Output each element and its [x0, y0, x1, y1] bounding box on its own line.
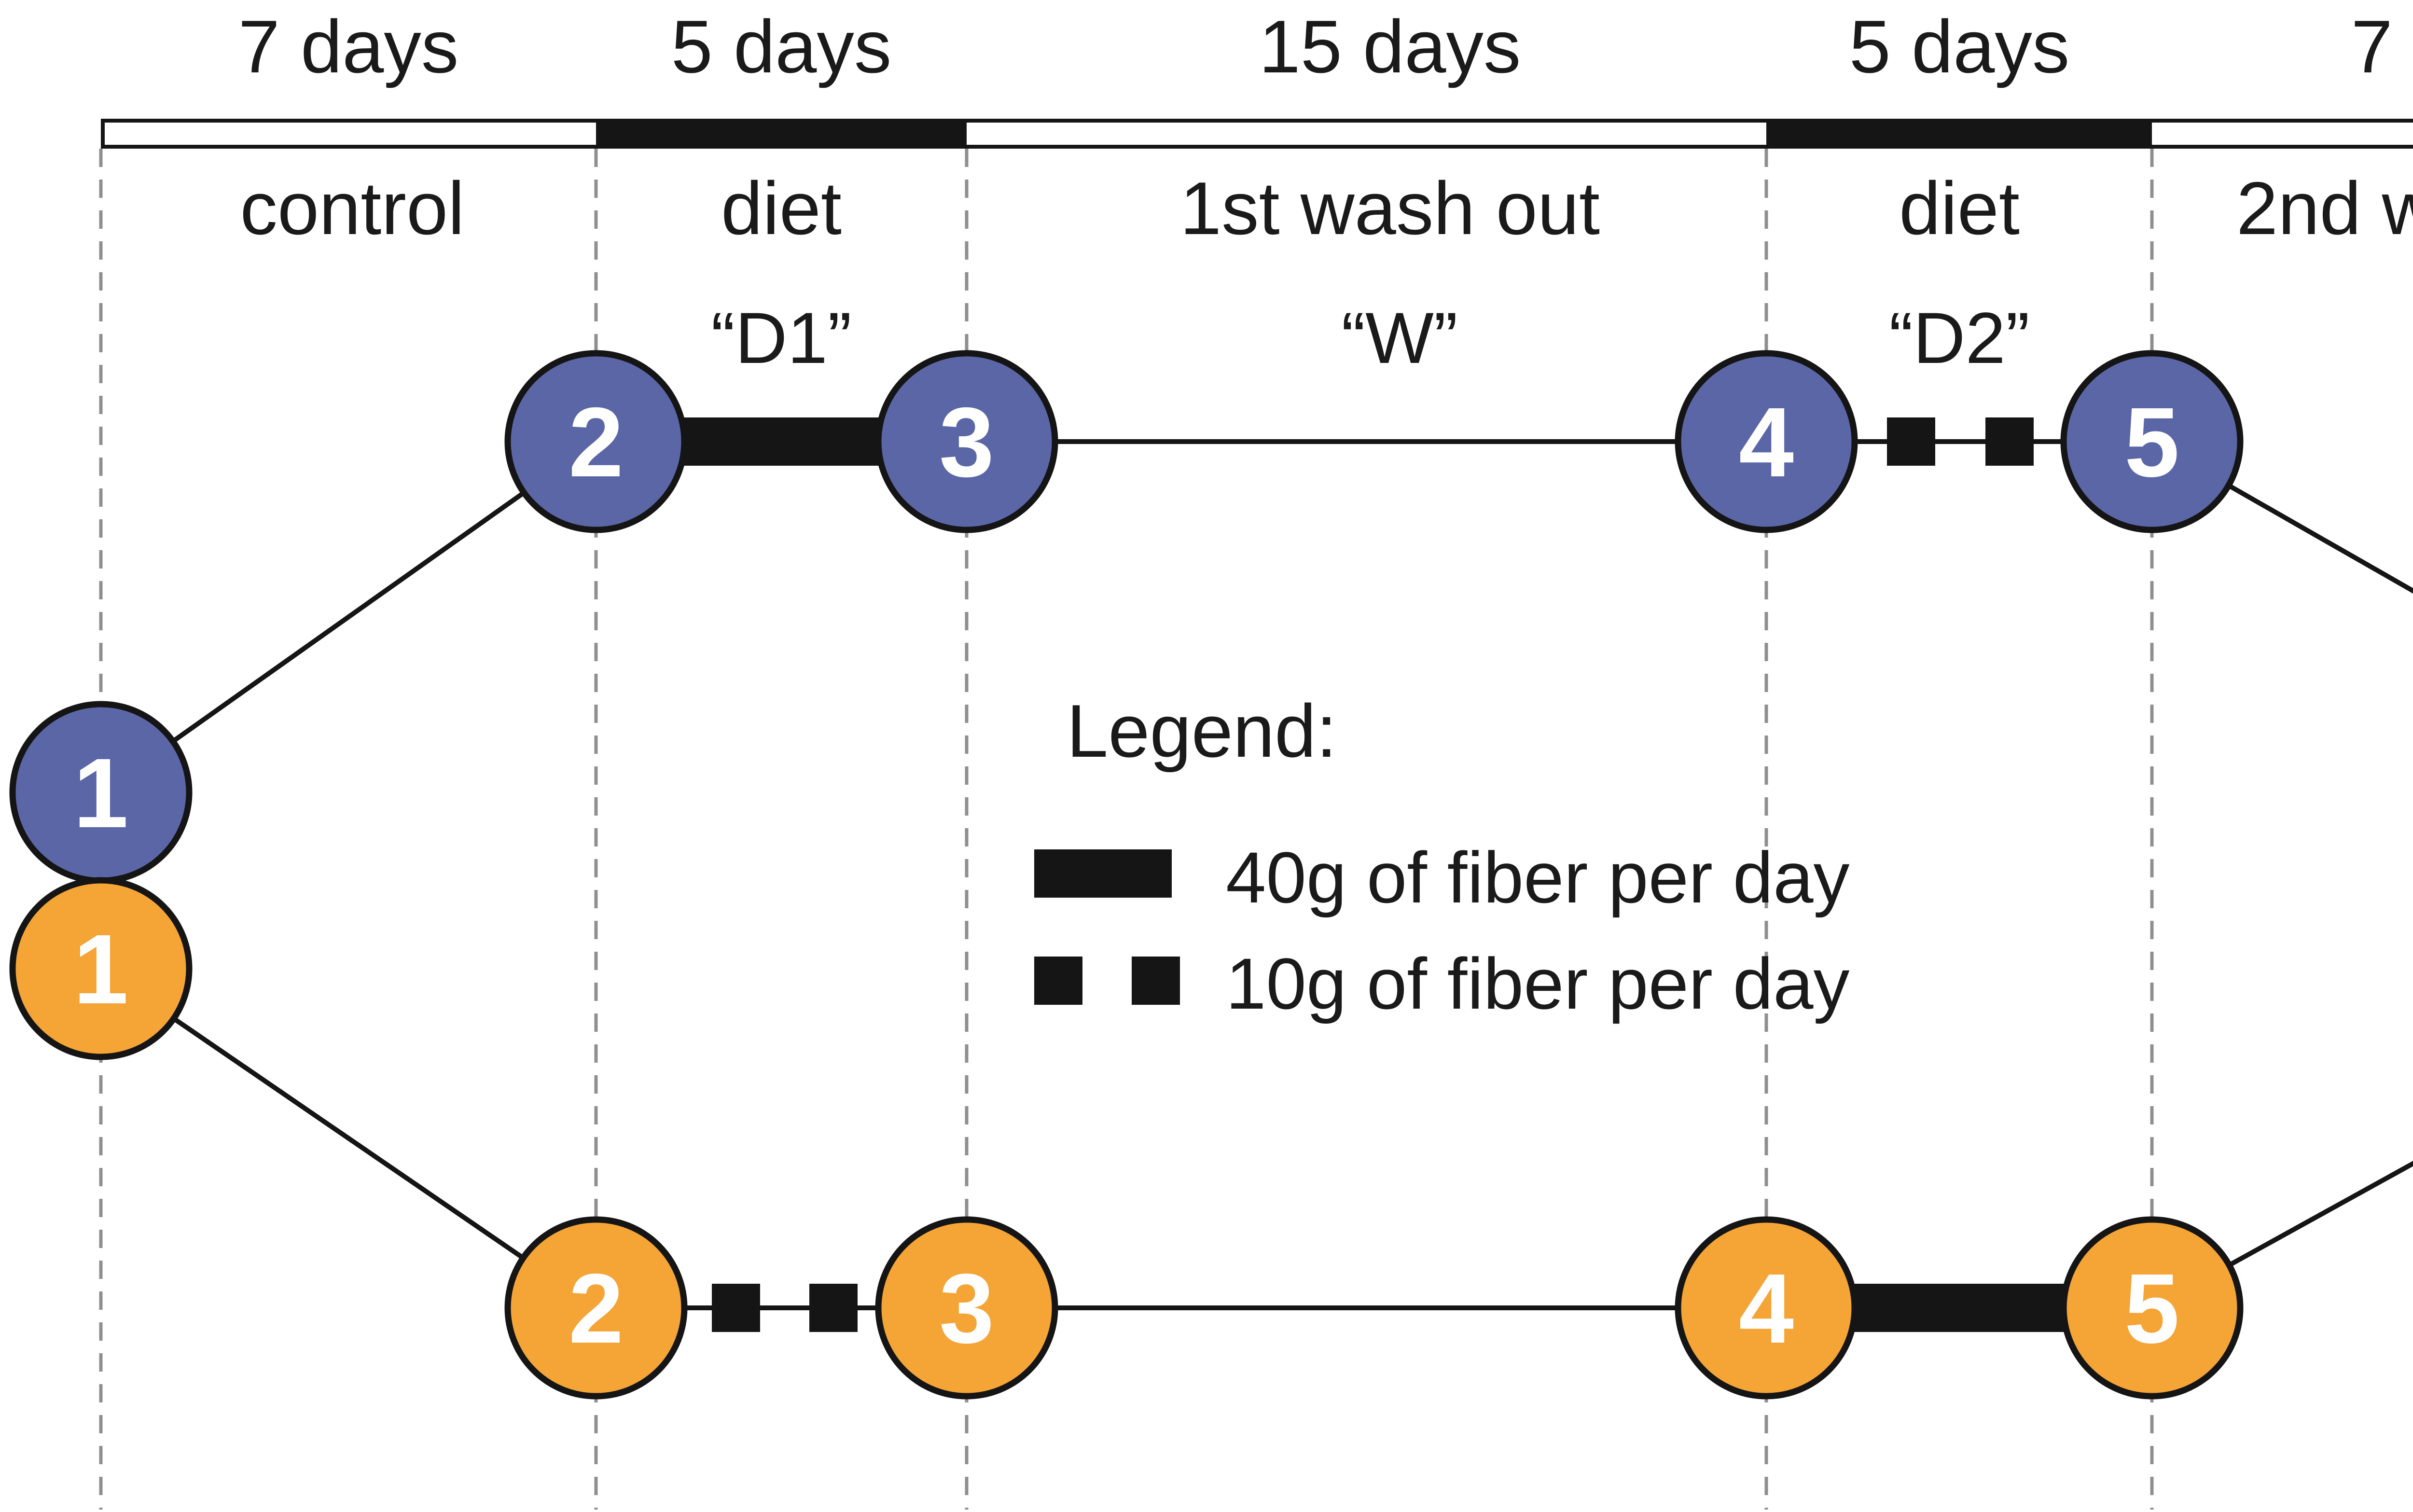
connector-blue-1-2: [99, 439, 597, 795]
code-label-d1: “D1”: [711, 297, 852, 378]
node-number-blue-5: 5: [2124, 387, 2179, 498]
node-number-orange-1: 1: [73, 914, 128, 1025]
duration-label-washout1: 15 days: [1259, 5, 1521, 88]
ten-gram-square-orange-d1-2: [809, 1284, 858, 1332]
node-number-blue-2: 2: [569, 387, 624, 498]
connector-orange-5-6: [2150, 1161, 2413, 1310]
ten-gram-square-blue-d2-1: [1887, 417, 1935, 466]
segment-control: [105, 123, 596, 145]
ten-gram-square-blue-d2-2: [1985, 417, 2034, 466]
forty-gram-bar-orange-d2: [1853, 1284, 2066, 1332]
node-orange-5: [2060, 1216, 2244, 1400]
phase-labels: control diet 1st wash out diet 2nd wash …: [240, 166, 2413, 250]
timeline-bar: [101, 119, 2413, 149]
node-orange-1: [9, 877, 193, 1060]
duration-labels: 7 days 5 days 15 days 5 days 7 days: [238, 5, 2413, 88]
duration-label-control: 7 days: [238, 5, 459, 88]
node-blue-5: [2060, 350, 2244, 533]
segment-washout1: [967, 123, 1766, 145]
node-number-orange-5: 5: [2124, 1253, 2179, 1364]
legend: Legend: 40g of fiber per day 10g of fibe…: [1034, 689, 1850, 1024]
phase-label-washout2: 2nd wash out: [2236, 166, 2413, 250]
segment-washout2: [2152, 123, 2413, 145]
node-blue-3: [875, 350, 1058, 533]
legend-label-40g: 40g of fiber per day: [1226, 837, 1850, 918]
code-label-d2: “D2”: [1889, 297, 2030, 378]
phase-label-diet2: diet: [1899, 166, 2020, 250]
period-codes: “D1” “W” “D2”: [711, 297, 2030, 378]
blue-arm-nodes: [9, 350, 2244, 884]
node-number-orange-2: 2: [569, 1253, 624, 1364]
code-label-w: “W”: [1341, 297, 1457, 378]
ten-gram-square-orange-d1-1: [712, 1284, 760, 1332]
phase-label-control: control: [240, 166, 464, 250]
node-number-orange-4: 4: [1739, 1253, 1794, 1364]
node-numbers: 1 2 3 4 5 6 1 2 3 4 5 6: [73, 387, 2179, 1364]
node-number-orange-3: 3: [939, 1253, 994, 1364]
node-number-blue-1: 1: [73, 738, 128, 848]
legend-swatch-40g-bar: [1034, 849, 1172, 898]
duration-label-washout2: 7 days: [2351, 5, 2413, 88]
diet-10g-squares: [712, 417, 2034, 1332]
node-blue-2: [504, 350, 688, 533]
forty-gram-bar-blue-d1: [676, 417, 883, 466]
legend-swatch-10g-square-1: [1034, 957, 1082, 1005]
sequence-connectors: [99, 439, 2413, 1310]
orange-arm-nodes: [9, 877, 2244, 1400]
phase-label-diet1: diet: [721, 166, 842, 250]
legend-swatch-10g-square-2: [1132, 957, 1180, 1005]
node-orange-3: [875, 1216, 1058, 1400]
diet-40g-bars: [676, 417, 2066, 1332]
node-number-blue-3: 3: [939, 387, 994, 498]
duration-label-diet2: 5 days: [1849, 5, 2070, 88]
legend-title: Legend:: [1067, 689, 1337, 773]
node-blue-4: [1675, 350, 1858, 533]
node-number-blue-4: 4: [1739, 387, 1794, 498]
node-orange-2: [504, 1216, 688, 1400]
legend-label-10g: 10g of fiber per day: [1226, 943, 1850, 1024]
phase-label-washout1: 1st wash out: [1180, 166, 1600, 250]
connector-blue-5-6: [2150, 439, 2413, 594]
connector-orange-1-2: [99, 966, 597, 1310]
duration-label-diet1: 5 days: [671, 5, 892, 88]
node-orange-4: [1675, 1216, 1858, 1400]
